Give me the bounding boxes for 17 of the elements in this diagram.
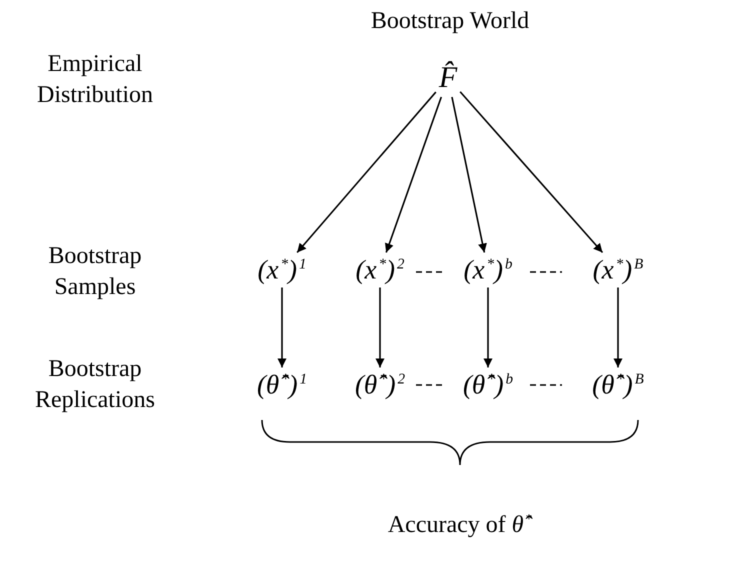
row-label: Bootstrap Samples	[47, 242, 143, 302]
row-label: Empirical Distribution	[36, 50, 154, 110]
math-symbol: (x$^{*}$)$^{1}$	[254, 252, 310, 288]
arrow	[376, 288, 384, 368]
arrow	[278, 288, 286, 368]
math-symbol: (x$^{*}$)$^{2}$	[352, 252, 408, 288]
arrow	[460, 91, 604, 254]
arrow	[451, 96, 487, 253]
arrow	[384, 96, 442, 253]
math-symbol: (x$^{*}$)$^{B}$	[590, 252, 646, 288]
row-label: Bootstrap Replications	[34, 354, 156, 415]
arrow	[484, 288, 492, 368]
diagram-title: Bootstrap World	[370, 8, 530, 35]
arrow	[296, 92, 436, 254]
math-symbol: (x$^{*}$)$^{b}$	[460, 252, 516, 288]
math-symbol: F̂	[436, 59, 460, 97]
arrow	[614, 288, 622, 368]
